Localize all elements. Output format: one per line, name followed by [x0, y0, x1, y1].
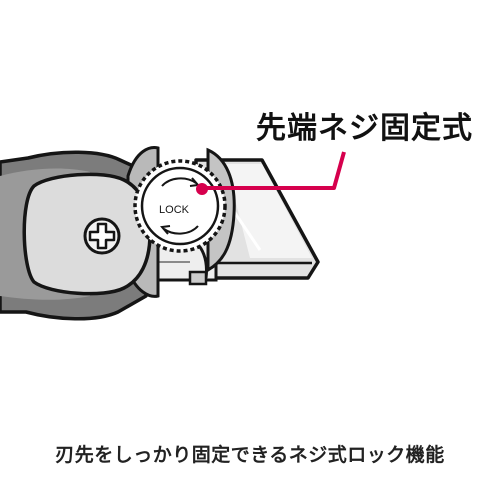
phillips-screw-icon — [83, 217, 121, 255]
callout-title: 先端ネジ固定式 — [256, 111, 473, 146]
caption: 刃先をしっかり固定できるネジ式ロック機能 — [55, 444, 445, 466]
callout-pointer — [196, 151, 346, 195]
lock-label: LOCK — [159, 204, 190, 216]
